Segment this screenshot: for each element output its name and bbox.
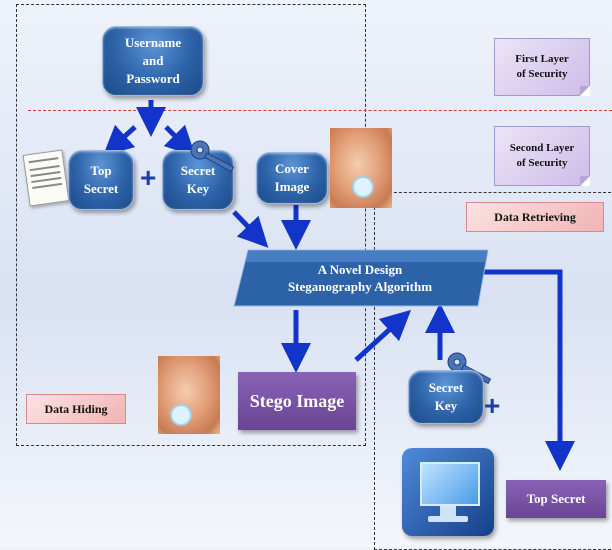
cover-label-2: Image bbox=[274, 179, 310, 194]
second-layer-line-2: of Security bbox=[516, 157, 568, 169]
first-layer-line-1: First Layer bbox=[515, 53, 569, 65]
first-layer-line-2: of Security bbox=[516, 68, 568, 80]
plus-sign-retrieving: + bbox=[484, 390, 501, 421]
first-layer-label: First Layer of Security bbox=[494, 38, 590, 96]
top-secret-label-2: Secret bbox=[83, 181, 119, 196]
data-retrieving-text: Data Retrieving bbox=[494, 209, 576, 224]
data-hiding-region bbox=[16, 4, 366, 446]
face-photo-icon bbox=[158, 356, 220, 434]
second-layer-label: Second Layer of Security bbox=[494, 126, 590, 186]
arrow-algo-to-top-secret bbox=[484, 269, 575, 471]
plus-sign-hiding: + bbox=[140, 162, 157, 193]
cover-label-1: Cover bbox=[275, 161, 309, 176]
data-hiding-label: Data Hiding bbox=[26, 394, 126, 424]
arrow-to-top-secret bbox=[102, 124, 137, 157]
top-secret-node: Top Secret bbox=[68, 150, 134, 210]
algorithm-label-1: A Novel Design bbox=[317, 262, 403, 277]
retrieve-key-label-2: Key bbox=[434, 398, 458, 413]
top-secret-output-label: Top Secret bbox=[526, 491, 586, 506]
arrow-stego-to-algo bbox=[354, 309, 412, 362]
algorithm-node: A Novel Design Steganography Algorithm bbox=[240, 252, 480, 304]
arrow-key-to-algo bbox=[232, 210, 269, 248]
computer-monitor-icon bbox=[402, 448, 494, 536]
data-hiding-text: Data Hiding bbox=[44, 401, 108, 416]
secret-key-node: Secret Key bbox=[162, 150, 234, 210]
top-secret-output-node: Top Secret bbox=[506, 480, 606, 518]
retrieve-key-label-1: Secret bbox=[428, 380, 464, 395]
arrow-to-secret-key bbox=[163, 124, 196, 157]
security-layer-divider bbox=[28, 110, 612, 111]
algorithm-label-2: Steganography Algorithm bbox=[287, 279, 433, 294]
password-label: Password bbox=[126, 71, 180, 86]
username-password-node: Username and Password bbox=[102, 26, 204, 96]
username-label: Username bbox=[124, 35, 182, 50]
secret-key-label-2: Key bbox=[186, 181, 210, 196]
secret-key-label-1: Secret bbox=[180, 163, 216, 178]
secret-key-retrieve-node: Secret Key bbox=[408, 370, 484, 424]
stego-image-node: Stego Image bbox=[238, 372, 356, 430]
second-layer-line-1: Second Layer bbox=[509, 142, 575, 154]
data-retrieving-label: Data Retrieving bbox=[466, 202, 604, 232]
top-secret-label-1: Top bbox=[90, 163, 112, 178]
cover-image-node: Cover Image bbox=[256, 152, 328, 204]
document-icon bbox=[22, 149, 70, 207]
stego-image-label: Stego Image bbox=[249, 390, 345, 411]
face-photo-icon bbox=[330, 128, 392, 208]
and-label: and bbox=[142, 53, 164, 68]
